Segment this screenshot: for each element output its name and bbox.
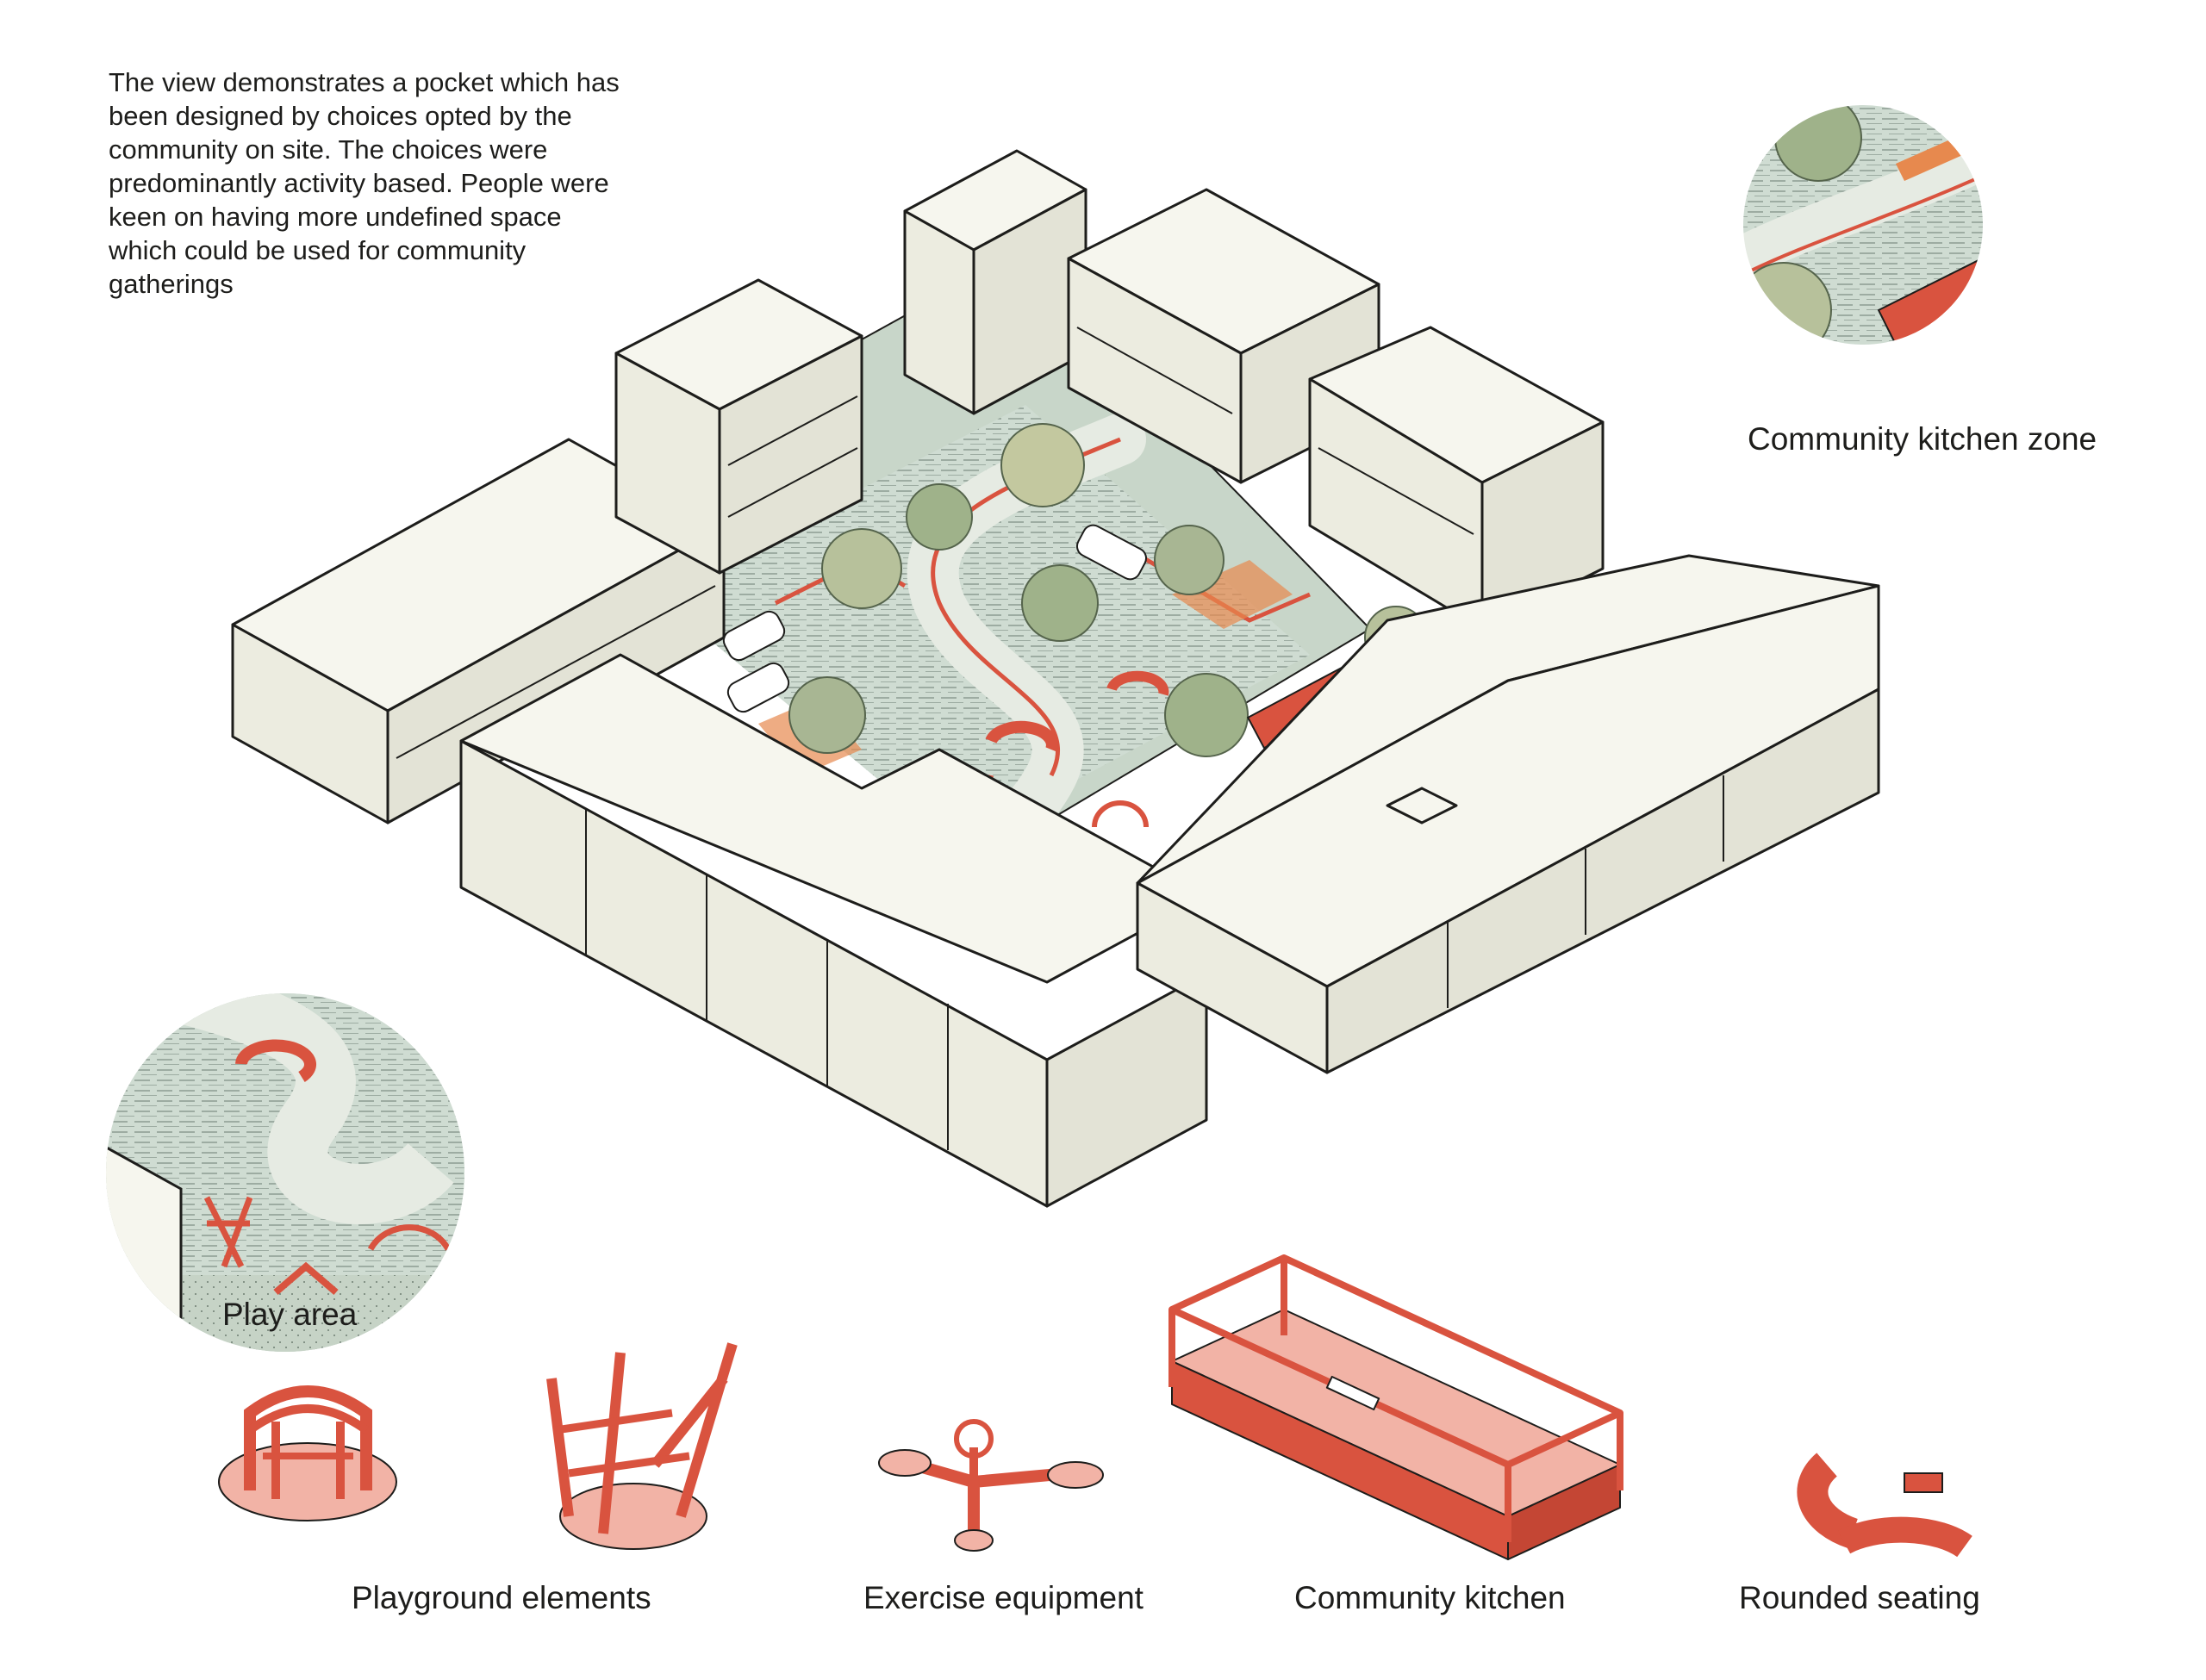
label-play-area: Play area — [222, 1297, 358, 1332]
planter-edge — [1101, 532, 1311, 623]
site-seating — [1106, 670, 1169, 696]
parked-cars — [722, 524, 1148, 713]
playground-tower — [546, 1342, 738, 1550]
rounded-seating — [1797, 1453, 1972, 1558]
label-community-kitchen-zone: Community kitchen zone — [1748, 421, 2097, 457]
callout-kitchen-zone — [1742, 103, 1985, 346]
playground-elements — [218, 1342, 738, 1550]
site-seating — [985, 720, 1058, 752]
building-block-east — [1136, 554, 1880, 1074]
building-block-north — [903, 149, 1605, 631]
exercise-equipment — [878, 1419, 1104, 1552]
label-playground-elements: Playground elements — [352, 1580, 651, 1615]
label-exercise-equipment: Exercise equipment — [863, 1580, 1144, 1615]
label-community-kitchen: Community kitchen — [1294, 1580, 1566, 1615]
community-kitchen — [1168, 1254, 1623, 1560]
playground-dome — [218, 1385, 397, 1521]
description-text: The view demonstrates a pocket which has… — [109, 67, 620, 299]
building-block-south — [459, 653, 1208, 1208]
label-rounded-seating: Rounded seating — [1739, 1580, 1980, 1615]
rooftop-box — [1386, 787, 1458, 824]
